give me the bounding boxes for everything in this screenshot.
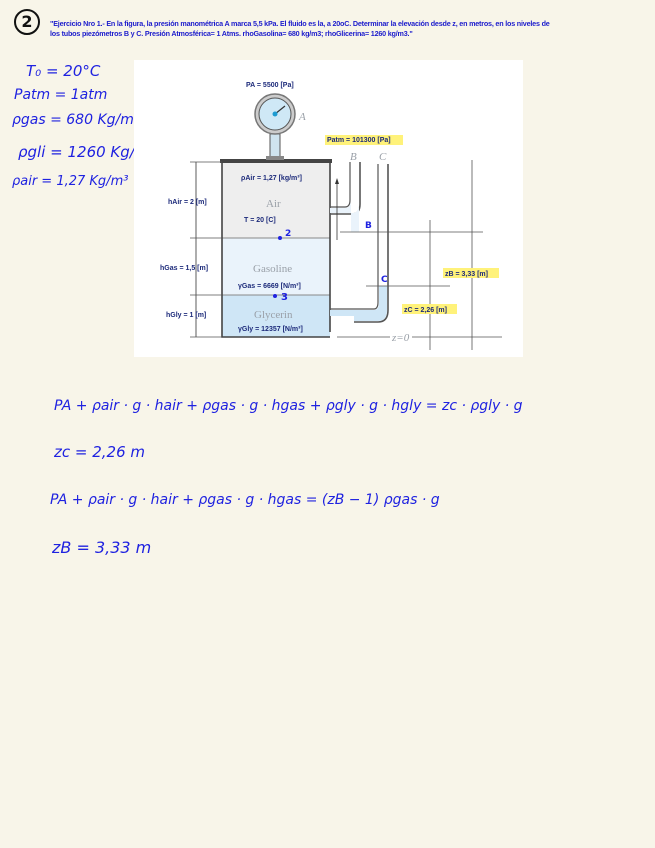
glycerin-layer	[222, 295, 330, 337]
result-zc: zc = 2,26 m	[54, 443, 146, 461]
temperature-label: T = 20 [C]	[244, 217, 276, 224]
given-rho-gly: ρgli = 1260 Kg/m³	[18, 143, 156, 161]
air-label: Air	[266, 198, 281, 210]
given-rho-air: ρair = 1,27 Kg/m³	[12, 174, 129, 189]
tube-c-label: C	[379, 151, 387, 163]
pa-label: PA = 5500 [Pa]	[246, 82, 294, 89]
z0-label: z=0	[391, 332, 410, 344]
h-gly-label: hGly = 1 [m]	[166, 312, 206, 319]
z-c-label: zC = 2,26 [m]	[404, 307, 447, 314]
result-zb: zB = 3,33 m	[52, 538, 152, 557]
tube-b-liquid	[330, 200, 359, 232]
z-b-label: zB = 3,33 [m]	[445, 271, 488, 278]
gasoline-label: Gasoline	[253, 263, 292, 275]
tube-c-liquid	[330, 286, 387, 321]
gauge-label: A	[298, 111, 306, 123]
problem-statement: "Ejercicio Nro 1.- En la figura, la pres…	[50, 19, 550, 38]
given-temperature: T₀ = 20°C	[26, 62, 101, 80]
patm-label: Patm = 101300 [Pa]	[327, 137, 391, 144]
equation-1: PA + ρair · g · hair + ρgas · g · hgas +…	[54, 398, 523, 414]
rho-air-label: ρAir = 1,27 [kg/m³]	[241, 175, 302, 182]
h-air-label: hAir = 2 [m]	[168, 199, 207, 206]
given-patm: Patm = 1atm	[14, 87, 108, 103]
mark-c: C	[381, 275, 388, 285]
equation-2: PA + ρair · g · hair + ρgas · g · hgas =…	[50, 492, 440, 508]
air-layer	[222, 162, 330, 238]
given-rho-gas: ρgas = 680 Kg/m³	[12, 112, 140, 128]
problem-number: 2	[14, 9, 40, 35]
gamma-gly-label: γGly = 12357 [N/m³]	[238, 326, 303, 333]
tube-b-label: B	[350, 151, 357, 163]
glycerin-label: Glycerin	[254, 309, 293, 321]
h-gas-label: hGas = 1,5 [m]	[160, 265, 208, 272]
gamma-gas-label: γGas = 6669 [N/m³]	[238, 283, 301, 290]
gasoline-layer	[222, 238, 330, 295]
point-2: 2	[285, 229, 291, 239]
mark-b: B	[365, 221, 372, 231]
point-3: 3	[281, 292, 288, 303]
